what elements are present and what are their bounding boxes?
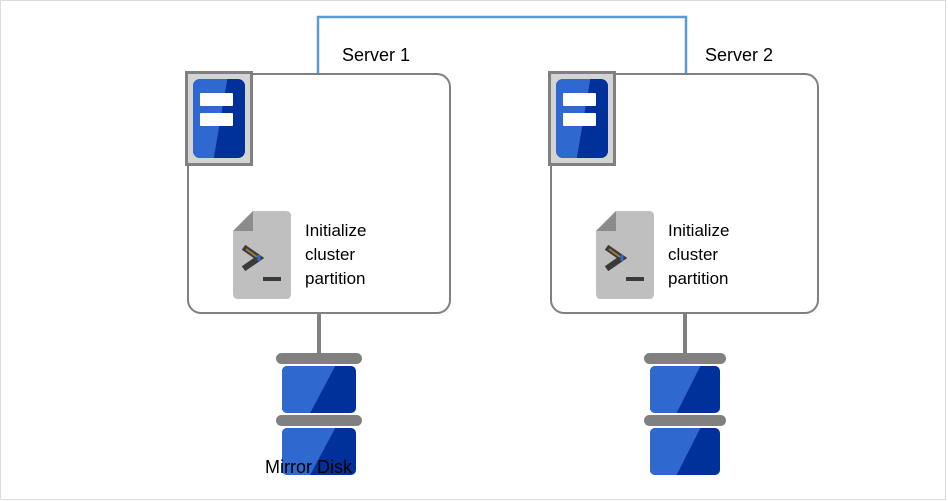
script-terminal-icon: [233, 211, 291, 299]
server-icon-bar-top: [200, 93, 233, 107]
server-icon-bar-bottom: [200, 112, 233, 126]
server-1-disk-connector: [317, 314, 321, 359]
server-2-disk-stack-icon: [644, 353, 726, 477]
server-2-task: Initialize cluster partition: [596, 211, 729, 299]
server-icon-bar-top: [563, 93, 596, 107]
server-machine-icon: [548, 71, 616, 166]
server-2-disk-connector: [683, 314, 687, 359]
server-1-disk-stack-icon: [276, 353, 362, 477]
mirror-disk-caption: Mirror Disk: [265, 457, 352, 477]
disk-bar-middle: [276, 415, 362, 426]
disk-platter-lower: [650, 428, 720, 475]
disk-bar-top: [644, 353, 726, 364]
server-1-task-label: Initialize cluster partition: [305, 221, 367, 288]
disk-platter-upper: [650, 366, 720, 413]
disk-bar-middle: [644, 415, 726, 426]
server-1-caption: Server 1: [342, 45, 411, 65]
server-machine-icon: [185, 71, 253, 166]
disk-bar-top: [276, 353, 362, 364]
server-icon-bar-bottom: [563, 112, 596, 126]
disk-platter-upper: [282, 366, 356, 413]
server-1-task: Initialize cluster partition: [233, 211, 366, 299]
server-2-caption: Server 2: [705, 45, 774, 65]
disk-platter-lower: [282, 428, 356, 475]
server-2-task-label: Initialize cluster partition: [668, 221, 730, 288]
script-terminal-icon: [596, 211, 654, 299]
